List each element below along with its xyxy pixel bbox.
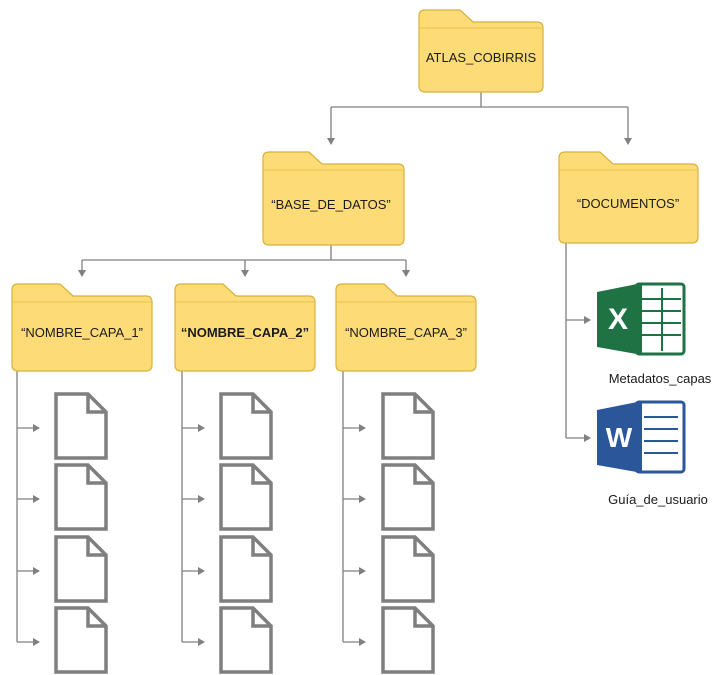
folder-label-nombre-capa-1: “NOMBRE_CAPA_1” xyxy=(21,325,143,340)
file-icon[interactable] xyxy=(381,463,435,531)
layer-file-connectors xyxy=(16,371,366,646)
folder-atlas-cobirris[interactable]: ATLAS_COBIRRIS xyxy=(418,9,544,93)
file-icon[interactable] xyxy=(54,606,108,674)
svg-text:X: X xyxy=(608,303,628,336)
folder-documentos[interactable]: “DOCUMENTOS” xyxy=(558,151,699,244)
word-icon: W xyxy=(597,400,686,474)
layer-files xyxy=(54,392,435,674)
folder-label-documentos: “DOCUMENTOS” xyxy=(577,196,679,211)
file-icon[interactable] xyxy=(219,463,273,531)
excel-icon: X xyxy=(597,282,686,356)
document-label-guia-de-usuario: Guía_de_usuario xyxy=(608,492,708,507)
file-icon[interactable] xyxy=(219,535,273,603)
folder-label-nombre-capa-2: “NOMBRE_CAPA_2” xyxy=(181,325,309,340)
folder-label-nombre-capa-3: “NOMBRE_CAPA_3” xyxy=(345,325,467,340)
file-icon[interactable] xyxy=(219,606,273,674)
folder-nombre-capa-1[interactable]: “NOMBRE_CAPA_1” xyxy=(11,283,153,372)
file-icon[interactable] xyxy=(54,392,108,460)
document-metadatos-capas[interactable]: X Metadatos_capas xyxy=(597,282,712,386)
file-icon[interactable] xyxy=(54,535,108,603)
file-icon[interactable] xyxy=(219,392,273,460)
folder-nombre-capa-3[interactable]: “NOMBRE_CAPA_3” xyxy=(335,283,477,372)
folder-label-base-de-datos: “BASE_DE_DATOS” xyxy=(271,197,390,212)
folder-nombre-capa-2[interactable]: “NOMBRE_CAPA_2” xyxy=(174,283,316,372)
file-icon[interactable] xyxy=(54,463,108,531)
file-icon[interactable] xyxy=(381,392,435,460)
file-icon[interactable] xyxy=(381,606,435,674)
folder-label-atlas-cobirris: ATLAS_COBIRRIS xyxy=(426,50,537,65)
svg-text:W: W xyxy=(606,422,633,453)
file-icon[interactable] xyxy=(381,535,435,603)
folder-base-de-datos[interactable]: “BASE_DE_DATOS” xyxy=(262,151,405,246)
document-label-metadatos-capas: Metadatos_capas xyxy=(609,371,712,386)
document-guia-de-usuario[interactable]: W Guía_de_usuario xyxy=(597,400,708,507)
connectors xyxy=(78,92,632,442)
